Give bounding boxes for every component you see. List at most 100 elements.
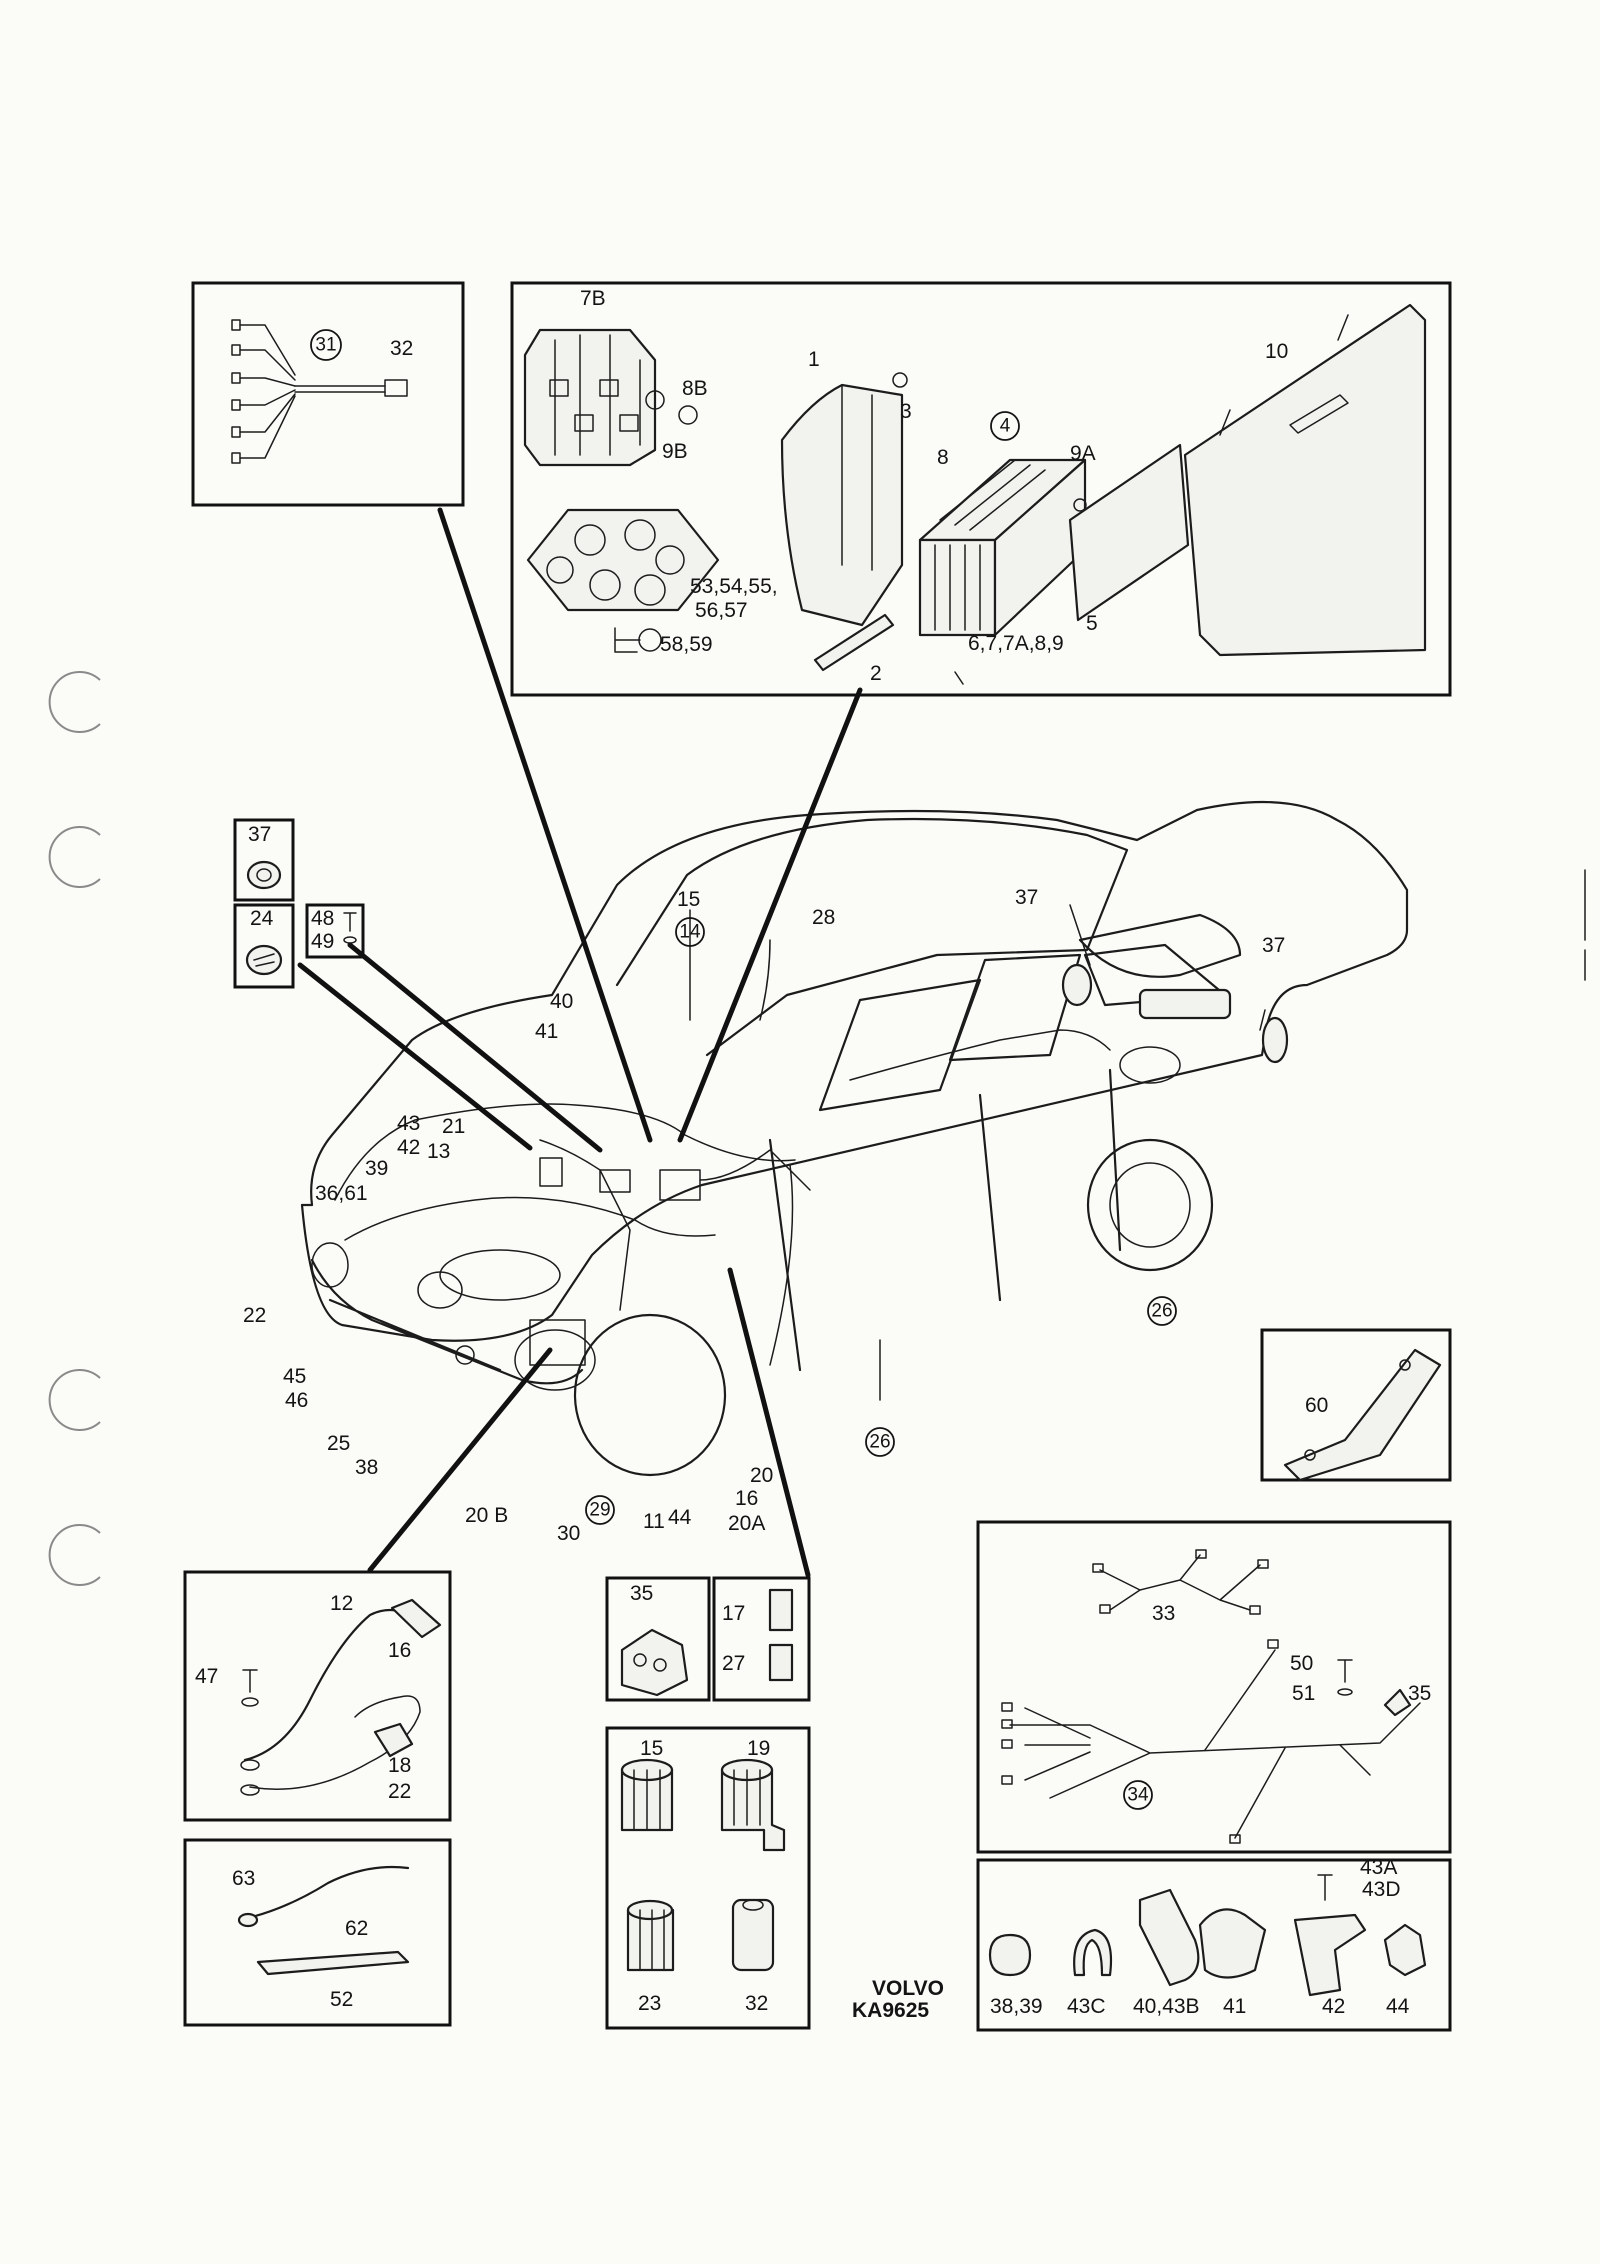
panel-frame — [510, 281, 1452, 697]
label-32: 32 — [390, 337, 413, 360]
terminal-block-7b — [523, 328, 657, 467]
car-body-outline — [300, 800, 1409, 1342]
grommet-24 — [245, 944, 283, 976]
clip-41 — [1198, 1908, 1267, 1979]
callout-31: 31 — [315, 335, 336, 356]
callout-circle — [865, 1427, 895, 1457]
punch-hole-3 — [48, 1369, 101, 1431]
label-8b: 8B — [682, 377, 708, 400]
label-32: 32 — [745, 1992, 768, 2015]
label-63: 63 — [232, 1867, 255, 1890]
callout-29: 29 — [589, 1500, 610, 1521]
label-9b: 9B — [662, 440, 688, 463]
panel-connectors-b: 15 19 23 32 — [605, 1726, 811, 2030]
connector-32 — [731, 1898, 775, 1972]
label-44: 44 — [668, 1506, 692, 1529]
punch-hole-4 — [48, 1524, 101, 1586]
label-51: 51 — [1292, 1682, 1315, 1705]
label-50: 50 — [1290, 1652, 1313, 1675]
punch-hole-2 — [48, 826, 101, 888]
callout-34: 34 — [1127, 1785, 1149, 1806]
panel-bracket: 60 — [1260, 1328, 1452, 1482]
leader-lines — [297, 507, 1266, 1578]
label-42: 42 — [1322, 1995, 1345, 2018]
connector-23 — [626, 1899, 675, 1972]
clip-44 — [1383, 1923, 1427, 1977]
screw-3 — [892, 372, 908, 388]
gasket-5 — [1068, 443, 1190, 622]
leader-connectors — [727, 1267, 811, 1578]
panel-frame — [191, 281, 465, 507]
label-23: 23 — [638, 1992, 661, 2015]
washer-51 — [1337, 1688, 1353, 1696]
bracket-60 — [1283, 1348, 1442, 1482]
screw-58-59 — [614, 627, 662, 653]
connector-block-53 — [526, 508, 720, 612]
cover-1 — [780, 383, 904, 672]
panel-frame — [1260, 1328, 1452, 1482]
label-25: 25 — [327, 1432, 350, 1455]
clip-43c — [1073, 1928, 1113, 1977]
label-35: 35 — [630, 1582, 653, 1605]
washer-49 — [343, 936, 357, 944]
label-20a: 20A — [728, 1512, 765, 1535]
label-52: 52 — [330, 1988, 353, 2011]
panel-fuse-box: 7B 8B 9B 53,54,55, 56,57 58,59 1 3 4 8 9… — [510, 281, 1452, 697]
label-17: 17 — [722, 1602, 745, 1625]
label-28: 28 — [812, 906, 835, 929]
label-5: 5 — [1086, 612, 1098, 635]
panel-frame — [305, 903, 365, 959]
terminal-63 — [237, 1912, 259, 1928]
label-45: 45 — [283, 1365, 306, 1388]
panel-frame — [976, 1858, 1452, 2032]
callout-14: 14 — [679, 922, 701, 943]
fuse-board-8 — [918, 458, 1087, 637]
trunk-area — [1078, 913, 1242, 978]
harness-34-drawing — [1001, 1639, 1421, 1844]
label-13: 13 — [427, 1140, 450, 1163]
tail-light-left — [1061, 963, 1093, 1007]
front-wheel — [573, 1313, 727, 1477]
clip-38-39 — [988, 1933, 1032, 1977]
front-bumper — [310, 1258, 584, 1385]
callout-circle — [310, 329, 342, 361]
label-16: 16 — [735, 1487, 758, 1510]
label-22: 22 — [243, 1304, 266, 1327]
panel-harness-small: 31 32 — [191, 281, 465, 507]
label-22: 22 — [388, 1780, 411, 1803]
panel-rear-harness: 33 50 51 35 34 — [976, 1520, 1452, 1854]
car-roof — [615, 817, 1129, 1057]
front-door-window — [818, 978, 982, 1112]
callout-26b: 26 — [869, 1432, 890, 1453]
label-20: 20 — [750, 1464, 773, 1487]
rear-door-window — [948, 953, 1082, 1062]
label-18: 18 — [388, 1754, 411, 1777]
nut-8b — [645, 390, 665, 410]
fuel-tank-sender — [1119, 1046, 1181, 1084]
callout-circle — [990, 411, 1020, 441]
label-43c: 43C — [1067, 1995, 1106, 2018]
panel-cable-sleeve: 63 62 52 — [183, 1838, 452, 2027]
label-56-57: 56,57 — [695, 599, 748, 622]
label-15: 15 — [677, 888, 700, 911]
label-41: 41 — [1223, 1995, 1246, 2018]
panel-clips: 43A 43D 38,39 43C 40,43B 41 42 44 — [976, 1856, 1452, 2032]
panel-battery-cable: 12 16 47 18 22 — [183, 1570, 452, 1822]
label-19: 19 — [747, 1737, 770, 1760]
screw-50 — [1337, 1659, 1353, 1683]
rear-light-bar — [1138, 988, 1232, 1020]
label-40-43b: 40,43B — [1133, 1995, 1200, 2018]
connector-15 — [620, 1758, 674, 1832]
label-46: 46 — [285, 1389, 308, 1412]
label-12: 12 — [330, 1592, 353, 1615]
label-42: 42 — [397, 1136, 420, 1159]
label-8: 8 — [937, 446, 949, 469]
label-62: 62 — [345, 1917, 368, 1940]
drawing-code: KA9625 — [852, 1999, 929, 2022]
label-37: 37 — [248, 823, 271, 846]
harness-33-drawing — [1092, 1549, 1269, 1615]
label-16: 16 — [388, 1639, 411, 1662]
label-leaders — [689, 904, 1266, 1031]
callout-circle — [1123, 1780, 1153, 1810]
